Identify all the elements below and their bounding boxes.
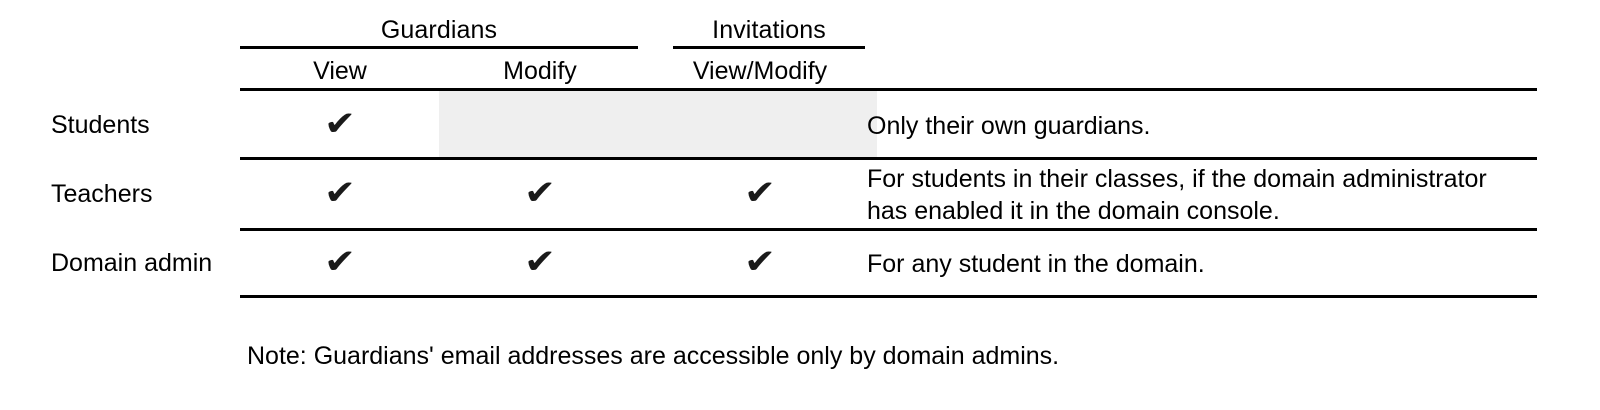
group-header-guardians: Guardians — [380, 16, 498, 44]
table-rule-bottom — [240, 295, 1537, 298]
table-rule-after-teachers — [240, 228, 1537, 231]
checkmark-domain-admin-invitations-view-modify: ✔ — [744, 242, 776, 282]
row-description-students: Only their own guardians. — [867, 112, 1151, 140]
group-header-invitations: Invitations — [712, 16, 826, 44]
checkmark-students-guardians-view: ✔ — [324, 104, 356, 144]
group-header-invitations-rule — [673, 46, 865, 49]
row-description-teachers: For students in their classes, if the do… — [867, 165, 1487, 225]
row-label-students: Students — [51, 111, 150, 139]
checkmark-teachers-guardians-view: ✔ — [324, 173, 356, 213]
shaded-cell-students-unavailable — [439, 91, 877, 157]
checkmark-teachers-invitations-view-modify: ✔ — [744, 173, 776, 213]
column-header-guardians-modify: Modify — [503, 57, 577, 85]
column-header-guardians-view: View — [313, 57, 367, 85]
checkmark-domain-admin-guardians-modify: ✔ — [524, 242, 556, 282]
row-label-teachers: Teachers — [51, 180, 153, 208]
row-label-domain-admin: Domain admin — [51, 249, 213, 277]
column-header-invitations-view-modify: View/Modify — [692, 57, 828, 85]
footer-note: Note: Guardians' email addresses are acc… — [247, 342, 1060, 370]
checkmark-teachers-guardians-modify: ✔ — [524, 173, 556, 213]
table-rule-top — [240, 88, 1537, 91]
row-description-domain-admin: For any student in the domain. — [867, 250, 1205, 278]
table-rule-after-students — [240, 157, 1537, 160]
group-header-guardians-rule — [240, 46, 638, 49]
checkmark-domain-admin-guardians-view: ✔ — [324, 242, 356, 282]
